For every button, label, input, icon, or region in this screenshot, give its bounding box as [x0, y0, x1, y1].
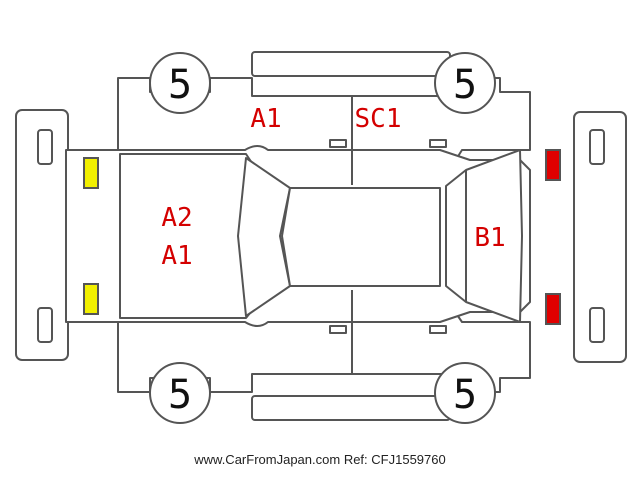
wheel-rear-left: [149, 362, 211, 424]
door-handle-top-front: [329, 139, 347, 148]
footer-url: www.CarFromJapan.com: [194, 452, 341, 467]
door-handle-top-rear: [429, 139, 447, 148]
roof-panel: [281, 187, 441, 287]
damage-code-top-front-door: A1: [250, 104, 281, 134]
door-handle-bottom-rear: [429, 325, 447, 334]
damage-code-top-rear-door: SC1: [355, 104, 402, 134]
rear-bumper-slot-bottom: [589, 307, 605, 343]
wheel-rating-front-left: 5: [168, 62, 192, 108]
wheel-rating-rear-left: 5: [168, 372, 192, 418]
damage-code-rear-glass: B1: [474, 223, 505, 253]
damage-code-hood-line2: A1: [161, 241, 192, 271]
headlight-top: [83, 157, 99, 189]
front-bumper-slot-top: [37, 129, 53, 165]
front-bumper-slot-bottom: [37, 307, 53, 343]
taillight-top: [545, 149, 561, 181]
damage-code-hood-line1: A2: [161, 203, 192, 233]
taillight-bottom: [545, 293, 561, 325]
headlight-bottom: [83, 283, 99, 315]
rear-bumper-slot-top: [589, 129, 605, 165]
footer-ref-label: Ref:: [343, 452, 368, 467]
footer-ref-code: CFJ1559760: [371, 452, 446, 467]
door-strip-top: [251, 51, 451, 77]
rear-bumper: [573, 111, 627, 363]
wheel-front-left: [149, 52, 211, 114]
footer-reference: www.CarFromJapan.com Ref: CFJ1559760: [0, 452, 640, 467]
door-strip-bottom: [251, 395, 451, 421]
wheel-rating-front-right: 5: [453, 62, 477, 108]
wheel-rating-rear-right: 5: [453, 372, 477, 418]
wheel-front-right: [434, 52, 496, 114]
door-handle-bottom-front: [329, 325, 347, 334]
wheel-rear-right: [434, 362, 496, 424]
